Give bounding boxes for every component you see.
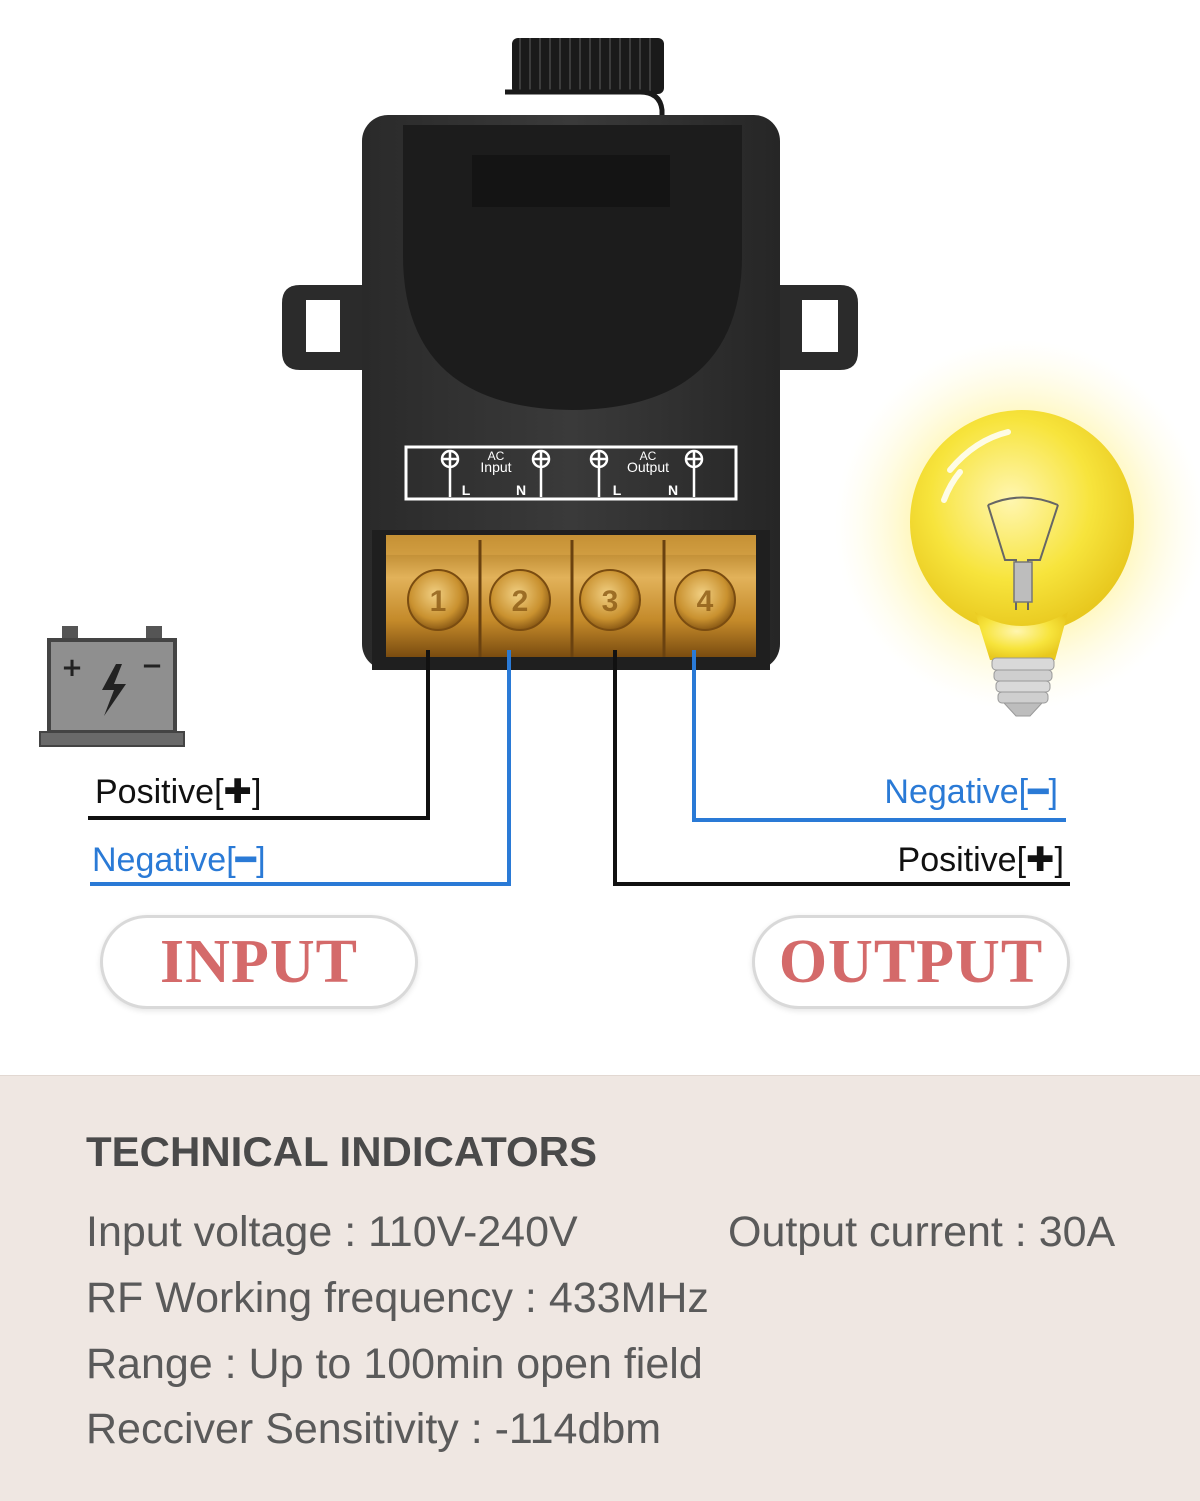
terminal-block: 1 2 3 4 bbox=[372, 530, 770, 670]
wire-output-positive bbox=[613, 650, 1070, 886]
terminal-screw-1 bbox=[407, 569, 469, 631]
terminal-number-2: 2 bbox=[512, 585, 529, 618]
ac-input-label: Input bbox=[480, 459, 511, 475]
terminal-screw-2 bbox=[489, 569, 551, 631]
terminal-screw-3 bbox=[579, 569, 641, 631]
input-positive-label: Positive[✚] bbox=[95, 772, 261, 812]
ac-output-label: Output bbox=[627, 459, 669, 475]
ac-input-top: AC bbox=[488, 449, 505, 463]
output-badge: OUTPUT bbox=[752, 915, 1070, 1009]
input-n-label: N bbox=[516, 482, 526, 498]
spec-sensitivity: Recciver Sensitivity : -114dbm bbox=[86, 1405, 662, 1453]
technical-indicators-title: TECHNICAL INDICATORS bbox=[86, 1128, 598, 1175]
terminal-number-1: 1 bbox=[430, 585, 447, 618]
spec-output-current: Output current : 30A bbox=[728, 1208, 1116, 1256]
output-n-label: N bbox=[668, 482, 678, 498]
wire-input-negative bbox=[90, 650, 511, 886]
wire-input-positive bbox=[88, 650, 430, 820]
battery-icon: + − bbox=[39, 626, 185, 747]
output-negative-label: Negative[━] bbox=[884, 772, 1058, 812]
ac-output-top: AC bbox=[640, 449, 657, 463]
technical-indicators-panel: TECHNICAL INDICATORS Input voltage : 110… bbox=[0, 1075, 1200, 1501]
terminal-screw-4 bbox=[674, 569, 736, 631]
light-bulb-icon bbox=[835, 340, 1200, 717]
output-l-label: L bbox=[613, 482, 622, 498]
wiring-diagram: AC Input AC Output L N L N 1 2 3 4 bbox=[39, 38, 1200, 886]
antenna-coil bbox=[505, 38, 665, 120]
wire-output-negative bbox=[692, 650, 1066, 822]
battery-minus: − bbox=[141, 651, 163, 681]
spec-range: Range : Up to 100min open field bbox=[86, 1340, 703, 1388]
lightning-bolt-icon bbox=[102, 664, 126, 716]
input-l-label: L bbox=[462, 482, 471, 498]
terminal-number-4: 4 bbox=[697, 585, 714, 618]
wires bbox=[88, 650, 1070, 886]
battery-plus: + bbox=[61, 653, 83, 683]
spec-rf-frequency: RF Working frequency : 433MHz bbox=[86, 1274, 709, 1322]
input-negative-label: Negative[━] bbox=[92, 840, 266, 880]
input-badge: INPUT bbox=[100, 915, 418, 1009]
terminal-number-3: 3 bbox=[602, 585, 619, 618]
output-positive-label: Positive[✚] bbox=[898, 840, 1064, 880]
terminal-label-panel: AC Input AC Output L N L N bbox=[404, 445, 738, 501]
spec-input-voltage: Input voltage : 110V-240V bbox=[86, 1208, 578, 1256]
